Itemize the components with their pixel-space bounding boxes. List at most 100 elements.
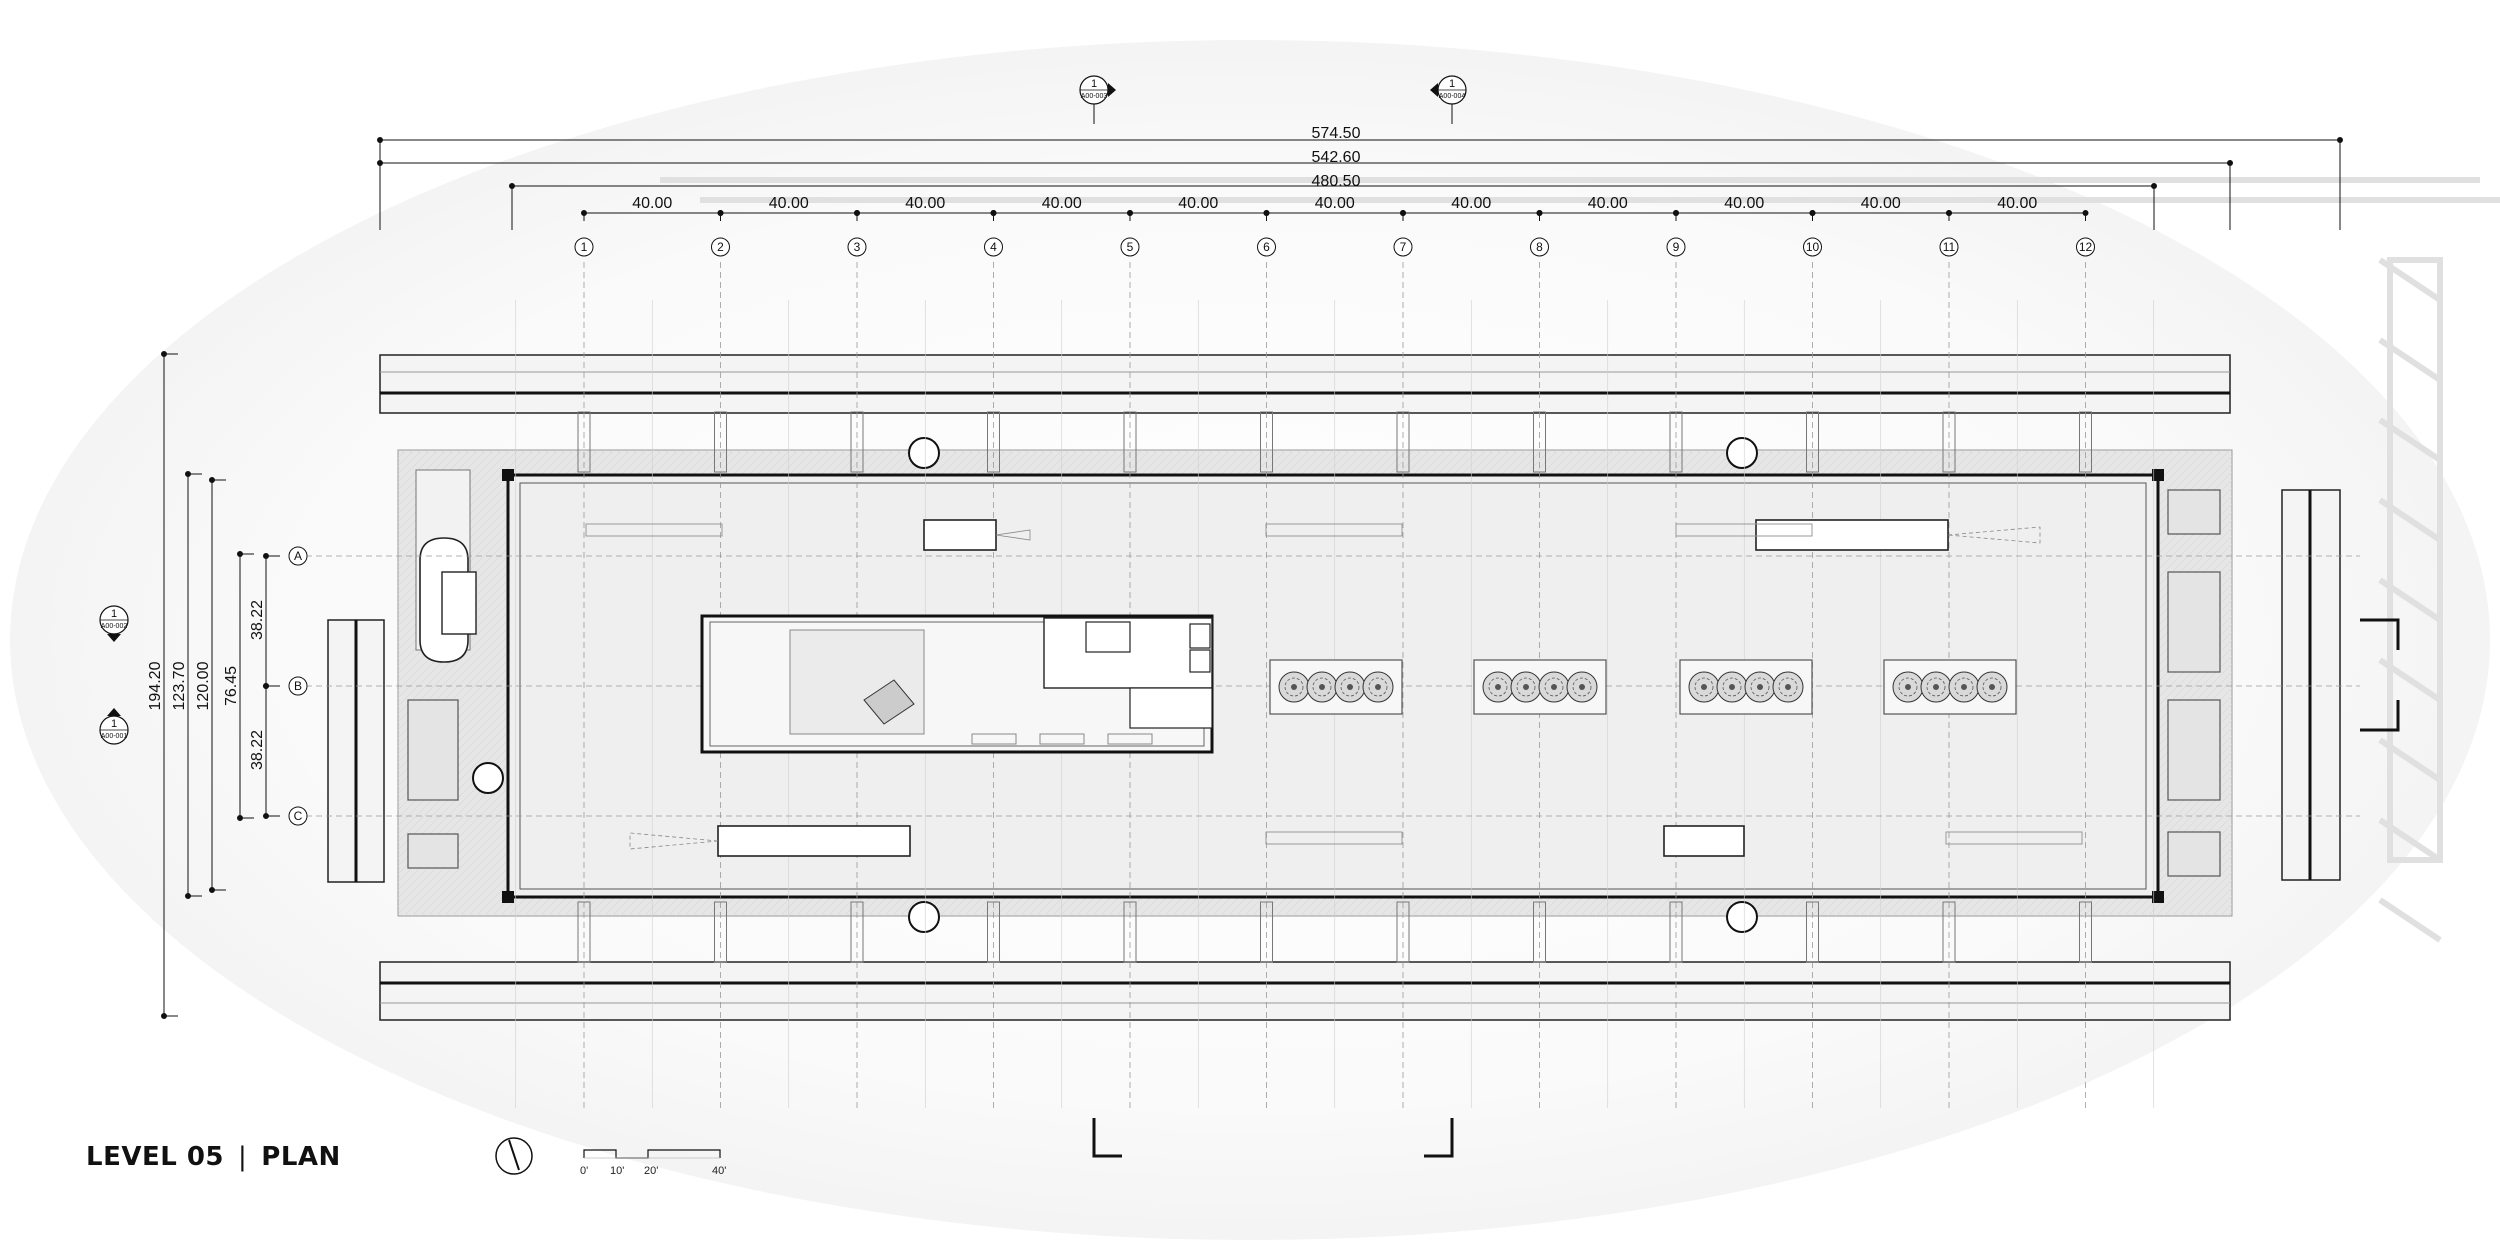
- grid-column-bubble-3: 3: [847, 237, 867, 257]
- grid-row-bubble-B: B: [288, 676, 308, 696]
- canopy-post: [1396, 411, 1410, 473]
- grid-column-bubble-2: 2: [711, 237, 730, 257]
- canopy-post: [1260, 411, 1273, 473]
- tree-icon: [1688, 671, 1720, 703]
- scale-label-40: 40': [712, 1165, 726, 1177]
- west-stair: [415, 469, 477, 663]
- structural-grid: [515, 262, 2155, 1108]
- north-arrow-icon: [495, 1137, 533, 1175]
- grid-column-label: 1: [581, 240, 588, 254]
- sheet-title: LEVEL 05|PLAN: [86, 1142, 341, 1172]
- grid-row-label: B: [294, 679, 302, 693]
- grid-column-bubble-5: 5: [1120, 237, 1140, 257]
- dim-left-76: 76.45: [223, 666, 240, 706]
- benches: [585, 523, 2083, 845]
- bay-dimension-label: 40.00: [1861, 195, 1901, 212]
- grid-column-label: 11: [1943, 240, 1956, 254]
- bay-dimension-label: 40.00: [1178, 195, 1218, 212]
- section-marker-icon[interactable]: 1 A00-001: [99, 708, 129, 745]
- bay-dimension-label: 40.00: [769, 195, 809, 212]
- dim-overall-574: 574.50: [1312, 125, 1361, 142]
- canopy-post: [1260, 901, 1273, 963]
- tree-icon: [1892, 671, 1924, 703]
- south-canopy: [379, 961, 2231, 1021]
- grid-column-bubble-9: 9: [1666, 237, 1686, 257]
- canopy-post: [2079, 411, 2092, 473]
- grid-column-label: 6: [1263, 240, 1270, 254]
- grid-column-bubble-4: 4: [984, 237, 1003, 257]
- canopy-post: [1123, 901, 1137, 963]
- canopy-post: [1942, 901, 1956, 963]
- svg-text:1: 1: [111, 608, 117, 620]
- bay-dimension-labels: 40.00 40.00 40.00 40.00 40.00 40.00 40.00 40.00…: [632, 195, 2037, 212]
- canopy-post: [1942, 411, 1956, 473]
- grid-column-bubble-1: 1: [574, 237, 594, 257]
- east-rooms: [2167, 489, 2221, 877]
- corner-columns: [502, 469, 2164, 903]
- bay-dimension-label: 40.00: [905, 195, 945, 212]
- grid-column-label: 9: [1673, 240, 1680, 254]
- grid-column-bubble-6: 6: [1257, 237, 1276, 257]
- grid-column-label: 8: [1536, 240, 1543, 254]
- tree-icon: [1772, 671, 1804, 703]
- title-level: LEVEL 05: [86, 1142, 225, 1172]
- grid-row-bubble-A: A: [288, 546, 308, 566]
- tree-icon: [1334, 671, 1366, 703]
- tree-icon: [1566, 671, 1598, 703]
- section-marker-icon[interactable]: 1 A00-002: [99, 605, 129, 642]
- tree-icon: [1482, 671, 1514, 703]
- section-marker-icon[interactable]: 1 A00-004: [1430, 75, 1467, 105]
- canopy-post: [1669, 901, 1683, 963]
- tree-icon: [1744, 671, 1776, 703]
- grid-column-label: 5: [1127, 240, 1134, 254]
- canopy-post: [1806, 901, 1819, 963]
- canopy-post: [2079, 901, 2092, 963]
- canopy-post: [577, 901, 591, 963]
- canopy-post: [850, 901, 864, 963]
- escalators: [629, 519, 2041, 857]
- round-columns: [472, 437, 1758, 933]
- canopy-post: [714, 901, 727, 963]
- svg-text:A00-003: A00-003: [1081, 93, 1108, 100]
- tree-icon: [1716, 671, 1748, 703]
- planter: [1473, 659, 1607, 715]
- planter: [1269, 659, 1403, 715]
- tree-icon: [1278, 671, 1310, 703]
- canopy-post: [1533, 411, 1546, 473]
- grid-column-bubble-8: 8: [1530, 237, 1549, 257]
- bay-dimension-label: 40.00: [1315, 195, 1355, 212]
- scale-bar: [583, 1149, 721, 1159]
- dim-left-194: 194.20: [147, 661, 164, 710]
- canopy-post: [577, 411, 591, 473]
- dim-left-38-top: 38.22: [249, 600, 266, 640]
- canopy-post: [987, 901, 1000, 963]
- dim-overall-480: 480.50: [1312, 173, 1361, 190]
- tree-icon: [1538, 671, 1570, 703]
- canopy-post: [1669, 411, 1683, 473]
- planters: [1269, 659, 2017, 715]
- dim-overall-542: 542.60: [1312, 149, 1361, 166]
- grid-column-bubble-12: 12: [2076, 237, 2095, 257]
- svg-text:A00-002: A00-002: [101, 623, 128, 630]
- grid-column-label: 12: [2079, 240, 2093, 254]
- bay-dimension-label: 40.00: [1588, 195, 1628, 212]
- grid-column-label: 7: [1400, 240, 1407, 254]
- tree-icon: [1948, 671, 1980, 703]
- section-cut-marks: [1092, 618, 2400, 1158]
- shadow-frame: [2387, 257, 2443, 863]
- dim-left-38-bottom: 38.22: [249, 730, 266, 770]
- canopy-post: [1123, 411, 1137, 473]
- west-rooms: [407, 699, 459, 869]
- grid-column-bubble-7: 7: [1393, 237, 1413, 257]
- dim-left-120: 120.00: [195, 661, 212, 710]
- bay-dimension-label: 40.00: [1451, 195, 1491, 212]
- svg-text:A00-001: A00-001: [101, 733, 128, 740]
- bay-dimension-label: 40.00: [1724, 195, 1764, 212]
- tree-icon: [1362, 671, 1394, 703]
- svg-text:A00-004: A00-004: [1439, 93, 1466, 100]
- canopy-post: [714, 411, 727, 473]
- canopy-post: [1806, 411, 1819, 473]
- grid-column-label: 4: [990, 240, 997, 254]
- title-view: PLAN: [261, 1142, 341, 1172]
